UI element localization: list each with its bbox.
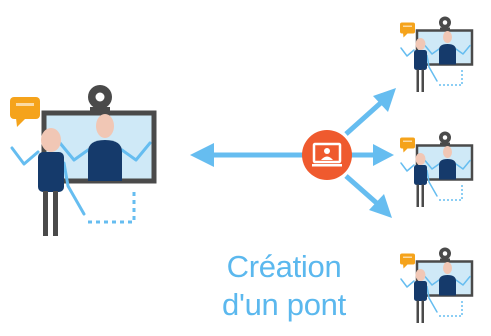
arrow-to-remote-top xyxy=(344,98,386,136)
bridge-caption: Création d'un pont xyxy=(196,248,372,324)
remote-station-bottom xyxy=(398,246,474,325)
presentation-screen-icon xyxy=(312,142,342,167)
arrow-to-remote-bottom xyxy=(344,174,382,208)
remote-station-top xyxy=(398,15,474,94)
arrows xyxy=(190,88,396,218)
caption-line-1: Création xyxy=(226,249,342,284)
bridge-hub xyxy=(302,130,352,180)
caption-line-2: d'un pont xyxy=(222,287,346,322)
remote-station-middle xyxy=(398,130,474,209)
main-station xyxy=(10,85,154,236)
